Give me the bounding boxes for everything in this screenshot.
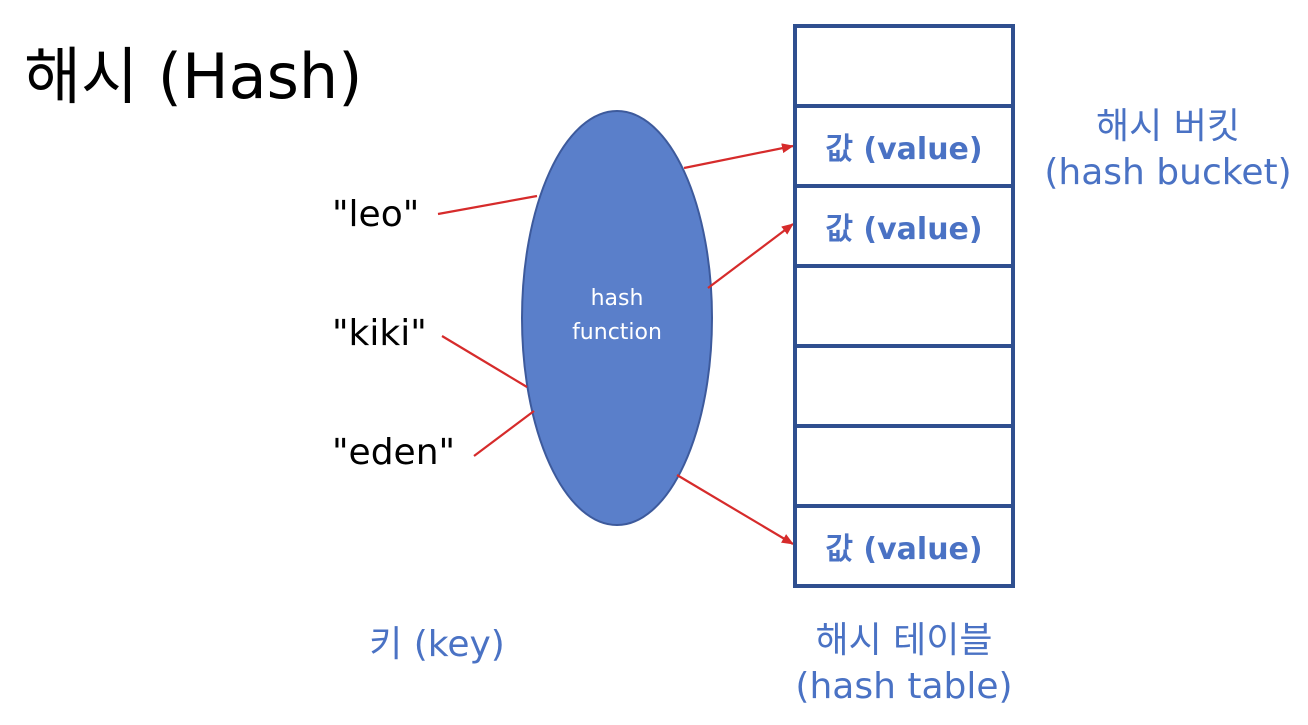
hash-bucket-value: 값 (value) (825, 132, 983, 167)
arrow-to-bucket-2 (707, 223, 794, 289)
key-leo: "leo" (332, 194, 420, 235)
hash-bucket-value: 값 (value) (825, 212, 983, 247)
key-label: 키 (key) (369, 624, 505, 665)
key-kiki: "kiki" (332, 313, 427, 354)
page-title: 해시 (Hash) (24, 40, 363, 113)
hash-bucket-label-line2: (hash bucket) (1044, 152, 1292, 193)
hash-bucket-value (795, 426, 1013, 506)
hash-function-label-line1: hash (590, 286, 644, 311)
hash-bucket-value (795, 26, 1013, 106)
key-kiki-line (441, 335, 528, 388)
hash-function-label: hash function (524, 282, 710, 350)
hash-table-label-line1: 해시 테이블 (815, 620, 993, 661)
hash-bucket-cell (793, 504, 1015, 588)
hash-bucket-label: 해시 버킷 (hash bucket) (1040, 104, 1296, 196)
key-eden: "eden" (332, 432, 456, 473)
hash-bucket-value: 값 (value) (825, 532, 983, 567)
hash-table (793, 24, 1015, 588)
hash-bucket-label-line1: 해시 버킷 (1096, 106, 1240, 147)
arrow-to-bucket-6 (676, 474, 794, 545)
key-leo-line (437, 194, 538, 216)
hash-function-ellipse (521, 110, 713, 526)
key-eden-line (473, 410, 535, 457)
hash-bucket-value (795, 346, 1013, 426)
hash-function-label-line2: function (572, 320, 662, 345)
hash-bucket-value (795, 266, 1013, 346)
arrow-to-bucket-1 (683, 143, 794, 170)
hash-table-label: 해시 테이블 (hash table) (770, 618, 1038, 710)
hash-bucket-cell (793, 24, 1015, 108)
hash-table-label-line2: (hash table) (795, 666, 1013, 707)
